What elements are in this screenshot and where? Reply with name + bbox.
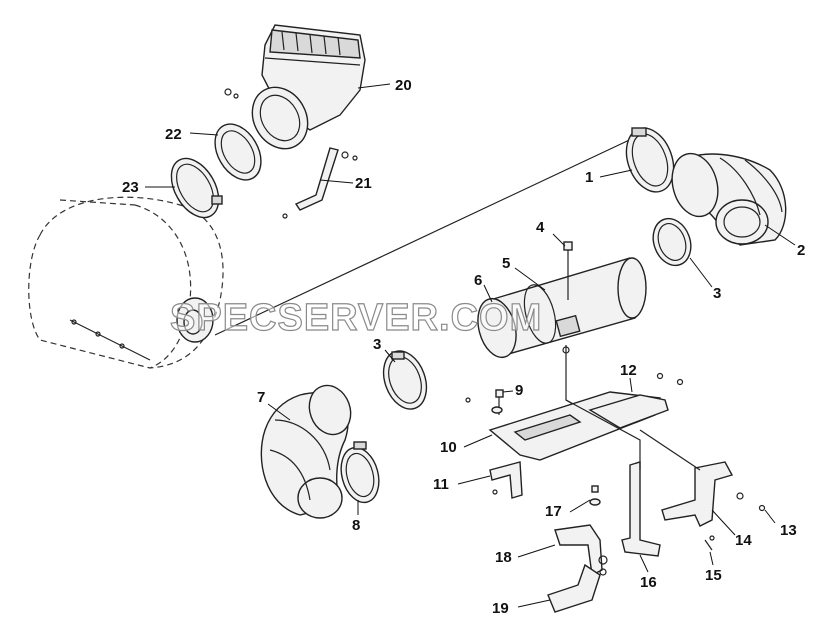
watermark-text: SPECSERVER.COM xyxy=(170,297,542,339)
callout-8: 8 xyxy=(352,517,360,534)
assembly-axis-line xyxy=(214,134,641,336)
hose-clamp-upper xyxy=(170,157,223,219)
callout-18: 18 xyxy=(495,549,512,566)
callout-6: 6 xyxy=(474,272,482,289)
support-bracket-strap xyxy=(282,147,358,219)
callout-7: 7 xyxy=(257,389,265,406)
callout-3-left: 3 xyxy=(373,336,381,353)
callout-21: 21 xyxy=(355,175,372,192)
callout-1: 1 xyxy=(585,169,593,186)
callout-17: 17 xyxy=(545,503,562,520)
callout-5: 5 xyxy=(502,255,510,272)
callout-11: 11 xyxy=(433,476,449,493)
mounting-bracket-assembly xyxy=(465,372,766,613)
hose-clamp-3-left xyxy=(382,350,428,410)
callout-2: 2 xyxy=(797,242,805,259)
hose-clamp-1 xyxy=(625,127,675,193)
intake-pipe xyxy=(477,257,647,359)
callout-15: 15 xyxy=(705,567,722,584)
callout-20: 20 xyxy=(395,77,412,94)
callout-3-right: 3 xyxy=(713,285,721,302)
callout-labels: 1 2 3 3 4 5 6 7 8 9 10 11 12 13 14 15 16… xyxy=(122,77,805,617)
sealing-ring xyxy=(214,123,262,181)
callout-12: 12 xyxy=(620,362,637,379)
hose-clamp-8 xyxy=(340,441,380,504)
callout-10: 10 xyxy=(440,439,457,456)
hose-clamp-3-right xyxy=(652,217,692,267)
elbow-hose-upper xyxy=(671,152,787,246)
callout-16: 16 xyxy=(640,574,657,591)
callout-19: 19 xyxy=(492,600,509,617)
callout-22: 22 xyxy=(165,126,182,143)
callout-4: 4 xyxy=(536,219,545,236)
callout-13: 13 xyxy=(780,522,797,539)
callout-23: 23 xyxy=(122,179,139,196)
intake-hood xyxy=(224,24,366,150)
air-filter-housing xyxy=(28,196,224,369)
callout-9: 9 xyxy=(515,382,523,399)
callout-14: 14 xyxy=(735,532,752,549)
elbow-hose-lower xyxy=(260,384,352,519)
leader-lines xyxy=(145,83,796,608)
